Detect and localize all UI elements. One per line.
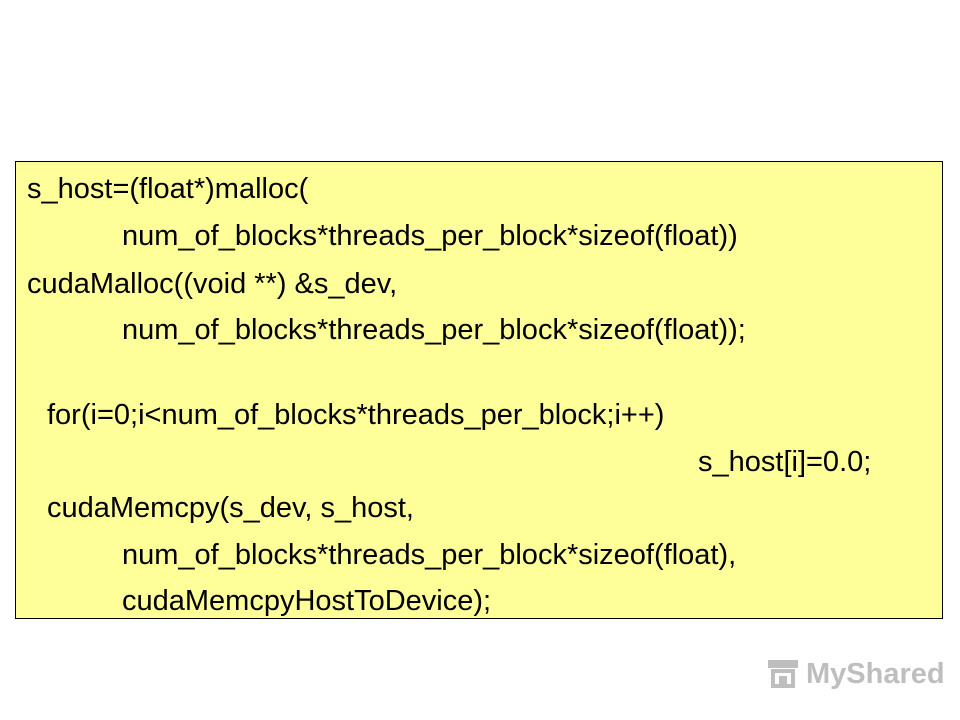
code-line: s_host[i]=0.0; [698,446,872,478]
watermark-logo: MyShared [766,655,945,693]
code-line: for(i=0;i<num_of_blocks*threads_per_bloc… [47,399,665,431]
code-line: cudaMemcpyHostToDevice); [122,585,492,617]
code-line: cudaMemcpy(s_dev, s_host, [47,492,414,524]
watermark-text: MyShared [806,657,945,690]
code-line: s_host=(float*)malloc( [27,173,309,205]
code-line: cudaMalloc((void **) &s_dev, [27,268,398,300]
code-line: num_of_blocks*threads_per_block*sizeof(f… [122,539,737,571]
mortarboard-icon [768,660,798,688]
code-block: s_host=(float*)malloc( num_of_blocks*thr… [15,161,943,619]
code-line: num_of_blocks*threads_per_block*sizeof(f… [122,220,738,252]
code-line: num_of_blocks*threads_per_block*sizeof(f… [122,314,746,346]
